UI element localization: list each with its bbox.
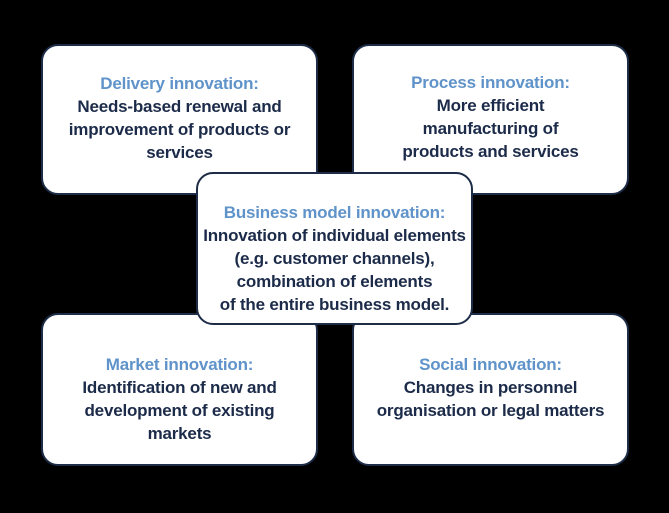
card-heading: Market innovation: xyxy=(105,355,254,374)
card-delivery-innovation: Delivery innovation: Needs-based renewal… xyxy=(41,44,318,195)
card-body-line: combination of elements xyxy=(236,272,433,291)
card-body-line: development of existing xyxy=(84,401,275,420)
card-heading: Business model innovation: xyxy=(223,203,446,222)
card-body-line: Changes in personnel xyxy=(403,378,578,397)
card-body-line: products and services xyxy=(402,142,579,161)
card-heading: Process innovation: xyxy=(411,73,570,92)
card-body-line: of the entire business model. xyxy=(219,295,450,314)
card-heading: Social innovation: xyxy=(419,355,562,374)
card-business-model-innovation: Business model innovation: Innovation of… xyxy=(196,172,473,325)
card-body-line: Innovation of individual elements xyxy=(203,226,466,245)
card-body-line: organisation or legal matters xyxy=(376,401,605,420)
card-market-innovation: Market innovation: Identification of new… xyxy=(41,313,318,466)
card-process-innovation: Process innovation: More efficient manuf… xyxy=(352,44,629,195)
card-body-line: services xyxy=(146,143,213,162)
card-body-line: improvement of products or xyxy=(68,120,291,139)
card-body-line: manufacturing of xyxy=(422,119,559,138)
card-body-line: More efficient xyxy=(436,96,545,115)
card-heading: Delivery innovation: xyxy=(100,74,259,93)
card-body-line: (e.g. customer channels), xyxy=(234,249,435,268)
card-body-line: Needs-based renewal and xyxy=(77,97,282,116)
card-social-innovation: Social innovation: Changes in personnel … xyxy=(352,313,629,466)
card-body-line: Identification of new and xyxy=(82,378,277,397)
card-body-line: markets xyxy=(147,424,212,443)
